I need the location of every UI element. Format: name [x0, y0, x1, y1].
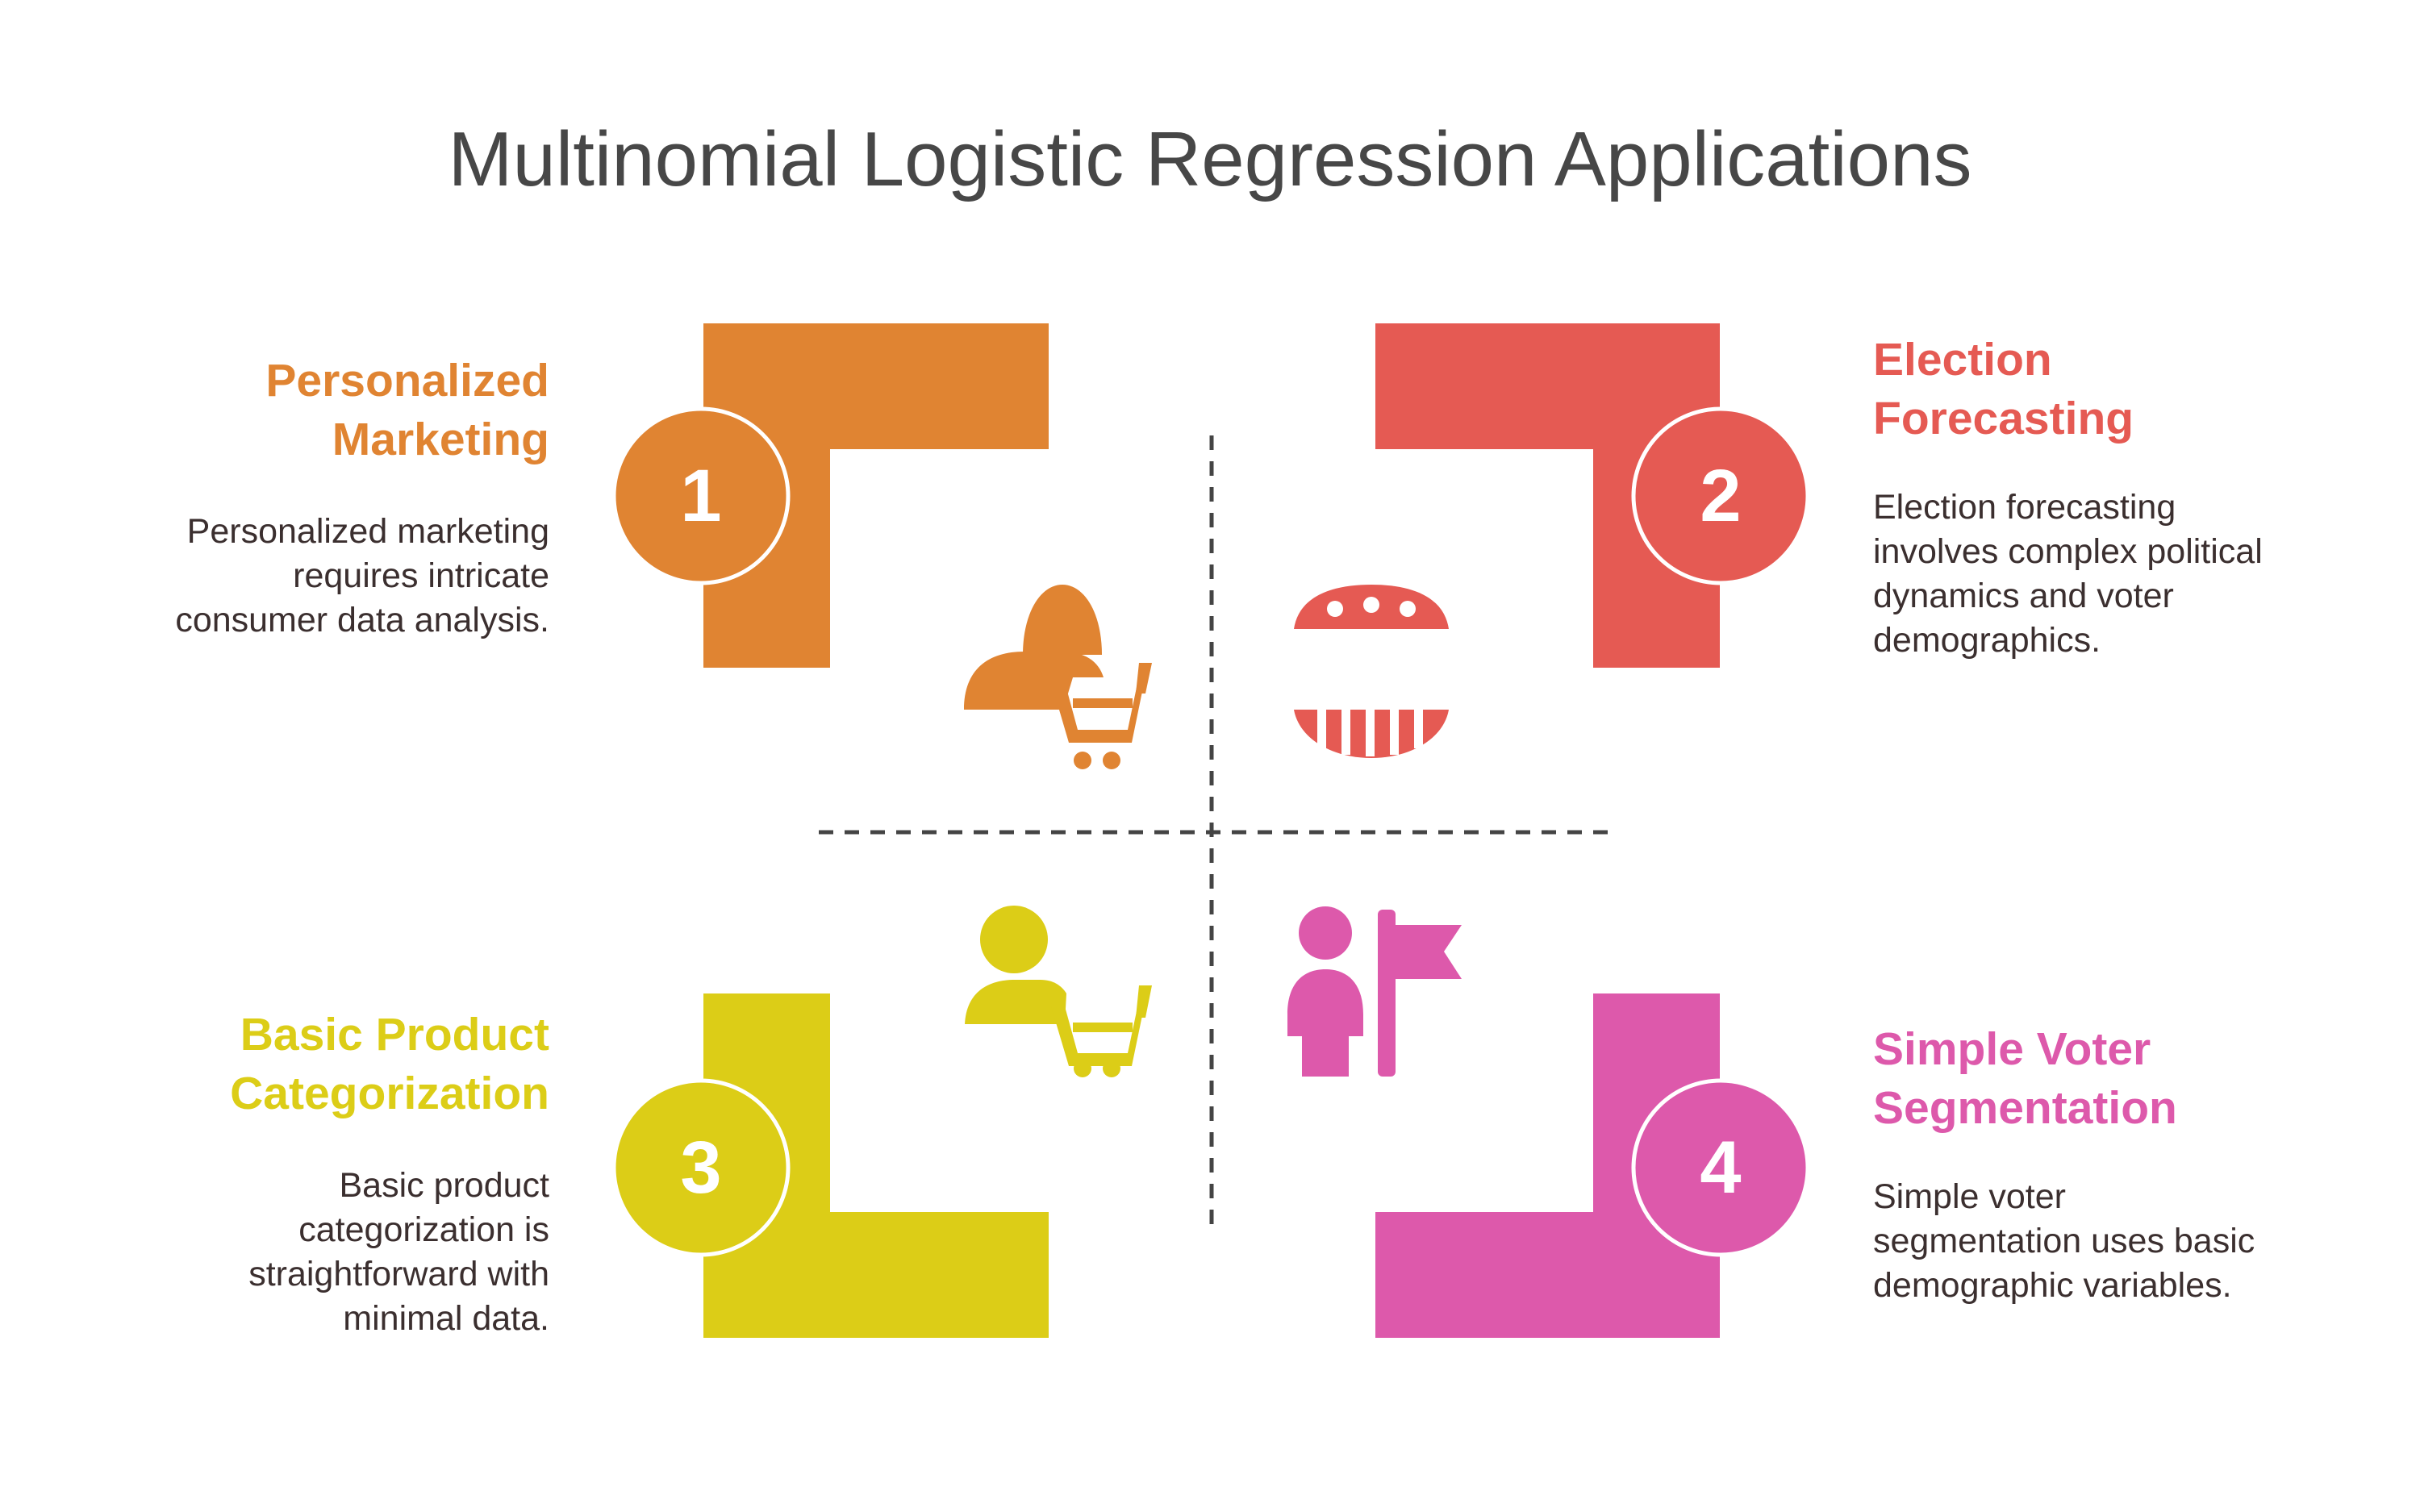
- description-line: segmentation uses basic: [1873, 1222, 2255, 1260]
- heading-line: Personalized: [265, 355, 549, 406]
- description-line: dynamics and voter: [1873, 577, 2174, 615]
- description-line: involves complex political: [1873, 532, 2263, 571]
- election-badge-icon: [1294, 585, 1449, 758]
- frame-shape-4: [1375, 993, 1720, 1338]
- heading-line: Basic Product: [240, 1009, 549, 1060]
- number-label-4: 4: [1700, 1126, 1742, 1209]
- description-line: consumer data analysis.: [175, 601, 549, 639]
- quadrant-2-heading: Election Forecasting: [1873, 331, 2309, 448]
- number-label-2: 2: [1700, 454, 1742, 537]
- description-line: demographic variables.: [1873, 1266, 2232, 1305]
- number-circle-3: [611, 1078, 791, 1257]
- number-circle-2: [1631, 406, 1810, 585]
- woman-shopping-cart-icon: [964, 585, 1152, 769]
- frame-shape-1: [703, 323, 1049, 668]
- quadrant-1-description: Personalized marketing requires intricat…: [113, 510, 549, 643]
- description-line: requires intricate: [293, 556, 549, 595]
- description-line: Basic product: [339, 1166, 549, 1205]
- description-line: Simple voter: [1873, 1177, 2066, 1216]
- description-line: Election forecasting: [1873, 488, 2176, 527]
- person-flag-icon: [1287, 906, 1462, 1077]
- frame-shape-3: [703, 993, 1049, 1338]
- description-line: Personalized marketing: [186, 512, 549, 551]
- description-line: straightforward with: [248, 1255, 549, 1293]
- number-label-3: 3: [680, 1126, 722, 1209]
- heading-line: Simple Voter: [1873, 1023, 2151, 1075]
- quadrant-4-description: Simple voter segmentation uses basic dem…: [1873, 1175, 2309, 1308]
- quadrant-1-text: Personalized Marketing Personalized mark…: [113, 352, 549, 643]
- heading-line: Segmentation: [1873, 1082, 2177, 1134]
- frame-shape-2: [1375, 323, 1720, 668]
- heading-line: Forecasting: [1873, 393, 2134, 444]
- quadrant-2-description: Election forecasting involves complex po…: [1873, 485, 2309, 663]
- number-circle-1: [611, 406, 791, 585]
- quadrant-2-text: Election Forecasting Election forecastin…: [1873, 331, 2309, 663]
- heading-line: Marketing: [332, 414, 549, 465]
- description-line: categorization is: [298, 1210, 549, 1249]
- quadrant-1-heading: Personalized Marketing: [113, 352, 549, 469]
- description-line: minimal data.: [343, 1299, 549, 1338]
- heading-line: Election: [1873, 334, 2052, 385]
- number-circle-4: [1631, 1078, 1810, 1257]
- number-label-1: 1: [680, 454, 722, 537]
- description-line: demographics.: [1873, 621, 2101, 660]
- quadrant-3-heading: Basic Product Categorization: [113, 1006, 549, 1123]
- heading-line: Categorization: [230, 1068, 549, 1119]
- quadrant-4-heading: Simple Voter Segmentation: [1873, 1020, 2309, 1138]
- page-title: Multinomial Logistic Regression Applicat…: [448, 116, 1972, 202]
- person-shopping-cart-icon: [965, 906, 1152, 1077]
- quadrant-3-description: Basic product categorization is straight…: [113, 1164, 549, 1341]
- quadrant-3-text: Basic Product Categorization Basic produ…: [113, 1006, 549, 1341]
- quadrant-4-text: Simple Voter Segmentation Simple voter s…: [1873, 1020, 2309, 1308]
